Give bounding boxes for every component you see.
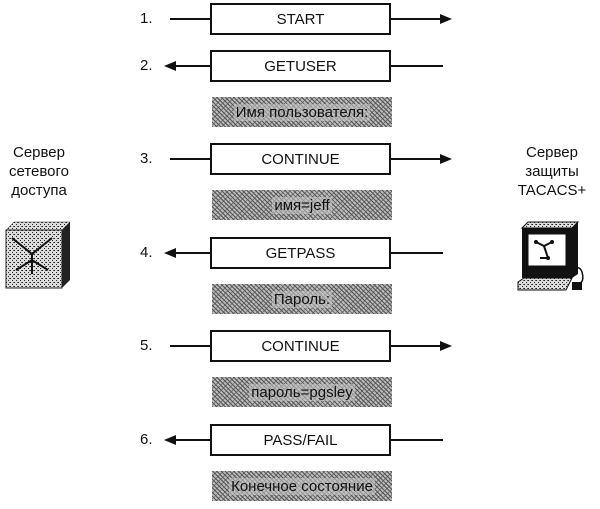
arrow-left-icon	[164, 248, 176, 258]
payload-block: пароль=pgsley	[212, 377, 392, 407]
step-number: 1.	[140, 10, 153, 27]
message-box-pass-fail: PASS/FAIL	[210, 424, 391, 456]
incoming-line	[391, 252, 443, 254]
incoming-line	[391, 439, 443, 441]
payload-block: имя=jeff	[212, 190, 392, 220]
outgoing-line	[391, 18, 441, 20]
message-box-getuser: GETUSER	[210, 50, 391, 82]
arrow-right-icon	[440, 14, 452, 24]
outgoing-line	[175, 252, 210, 254]
incoming-line	[170, 158, 210, 160]
right-node-label: Сервер защиты TACACS+	[517, 144, 587, 199]
network-access-server-icon	[5, 221, 71, 289]
step-number: 3.	[140, 150, 153, 167]
payload-block: Конечное состояние	[212, 471, 392, 501]
step-number: 6.	[140, 431, 153, 448]
payload-block: Пароль:	[212, 284, 392, 314]
payload-text: Конечное состояние	[229, 477, 375, 495]
arrow-right-icon	[440, 154, 452, 164]
message-box-getpass: GETPASS	[210, 237, 391, 269]
incoming-line	[170, 18, 210, 20]
arrow-left-icon	[164, 435, 176, 445]
step-number: 4.	[140, 244, 153, 261]
outgoing-line	[175, 439, 210, 441]
outgoing-line	[391, 158, 441, 160]
arrow-left-icon	[164, 61, 176, 71]
step-number: 5.	[140, 337, 153, 354]
outgoing-line	[391, 345, 441, 347]
outgoing-line	[175, 65, 210, 67]
payload-text: Пароль:	[271, 290, 333, 308]
message-box-continue: CONTINUE	[210, 143, 391, 175]
payload-block: Имя пользователя:	[212, 97, 392, 127]
payload-text: Имя пользователя:	[233, 103, 371, 121]
message-box-continue: CONTINUE	[210, 330, 391, 362]
tacacs-server-computer-icon	[517, 221, 584, 291]
step-number: 2.	[140, 57, 153, 74]
incoming-line	[391, 65, 443, 67]
message-box-start: START	[210, 3, 391, 35]
left-node-label: Сервер сетевого доступа	[8, 144, 69, 199]
arrow-right-icon	[440, 341, 452, 351]
payload-text: имя=jeff	[272, 196, 332, 214]
payload-text: пароль=pgsley	[249, 383, 355, 401]
incoming-line	[170, 345, 210, 347]
